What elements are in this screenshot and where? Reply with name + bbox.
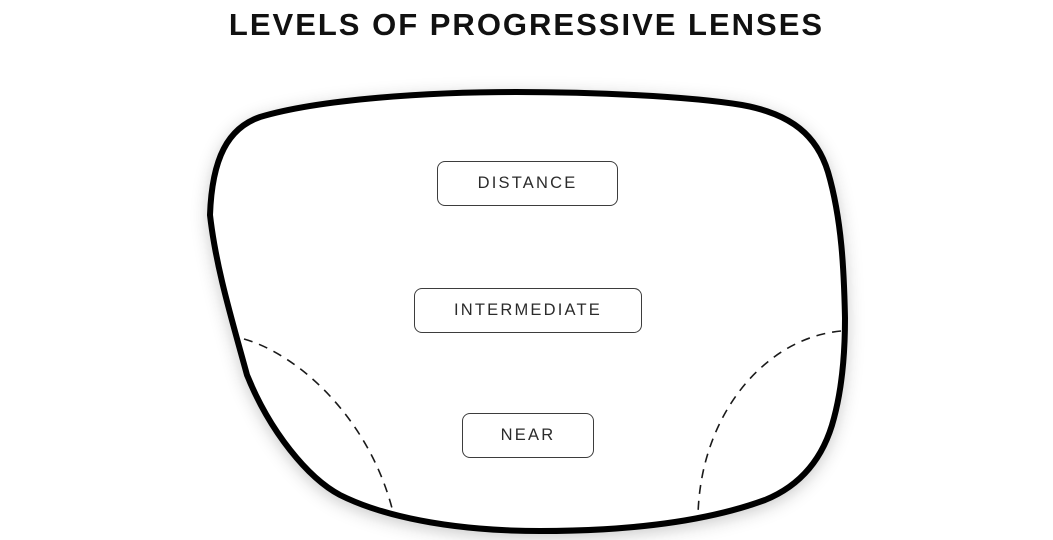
- near-zone-divider-right: [697, 330, 842, 517]
- zone-label-text: INTERMEDIATE: [453, 301, 602, 319]
- zone-label-distance: DISTANCE: [437, 161, 618, 206]
- zone-label-text: NEAR: [500, 426, 556, 444]
- zone-label-intermediate: INTERMEDIATE: [414, 288, 642, 333]
- page-title: LEVELS OF PROGRESSIVE LENSES: [228, 7, 825, 42]
- near-zone-divider-left: [243, 338, 394, 513]
- zone-label-near: NEAR: [462, 413, 594, 458]
- zone-label-text: DISTANCE: [477, 174, 578, 192]
